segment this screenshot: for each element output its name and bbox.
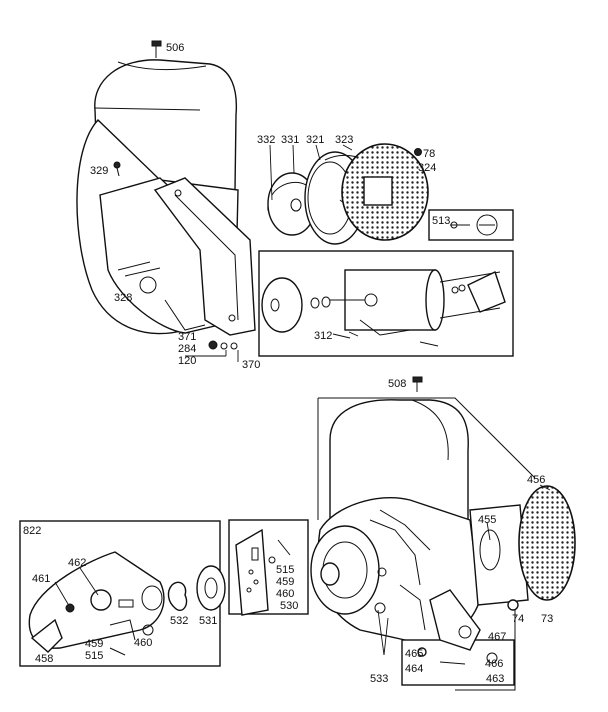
part-822-box (19, 520, 221, 667)
label-506: 506 (166, 42, 184, 54)
screen-456 (518, 485, 576, 601)
washer-74-icon (507, 599, 519, 611)
label-328: 328 (114, 292, 132, 304)
label-515b: 515 (276, 564, 294, 576)
blower-housing-top (76, 59, 256, 336)
label-332: 332 (257, 134, 275, 146)
label-120: 120 (178, 355, 196, 367)
label-530: 530 (280, 600, 298, 612)
bolt-508-icon (412, 376, 423, 392)
starter-motor-box (258, 250, 514, 357)
washer-group-top (185, 340, 239, 362)
label-466: 466 (485, 658, 503, 670)
clip-532-icon (167, 581, 188, 612)
label-456: 456 (527, 474, 545, 486)
label-284: 284 (178, 343, 196, 355)
label-533: 533 (370, 673, 388, 685)
label-455: 455 (478, 514, 496, 526)
label-822: 822 (23, 525, 41, 537)
engine-box-outline (317, 397, 536, 691)
part-513-box (428, 209, 514, 241)
screw-329-icon (113, 161, 121, 177)
label-324: 324 (418, 162, 436, 174)
part-463-box (401, 589, 515, 686)
label-331: 331 (281, 134, 299, 146)
callout-labels: 506 329 328 332 331 321 323 78 324 513 3… (23, 42, 553, 685)
label-463: 463 (486, 673, 504, 685)
starter-pulley-group (267, 143, 429, 245)
label-462: 462 (68, 557, 86, 569)
label-459b: 459 (276, 576, 294, 588)
gear-531-icon (196, 565, 226, 611)
label-513: 513 (432, 215, 450, 227)
label-515a: 515 (85, 650, 103, 662)
label-461: 461 (32, 573, 50, 585)
label-78: 78 (423, 148, 435, 160)
label-464: 464 (405, 663, 423, 675)
label-531: 531 (199, 615, 217, 627)
label-329: 329 (90, 165, 108, 177)
label-458: 458 (35, 653, 53, 665)
label-532: 532 (170, 615, 188, 627)
label-465: 465 (405, 648, 423, 660)
label-508: 508 (388, 378, 406, 390)
bolt-506-icon (151, 40, 162, 58)
label-73: 73 (541, 613, 553, 625)
label-312: 312 (314, 330, 332, 342)
part-530-box (228, 519, 309, 616)
label-460a: 460 (134, 637, 152, 649)
label-460b: 460 (276, 588, 294, 600)
label-321: 321 (306, 134, 324, 146)
label-371: 371 (178, 331, 196, 343)
leader-lines (54, 144, 551, 656)
label-459a: 459 (85, 638, 103, 650)
label-74: 74 (512, 613, 524, 625)
label-323: 323 (335, 134, 353, 146)
label-370: 370 (242, 359, 260, 371)
label-467: 467 (488, 631, 506, 643)
